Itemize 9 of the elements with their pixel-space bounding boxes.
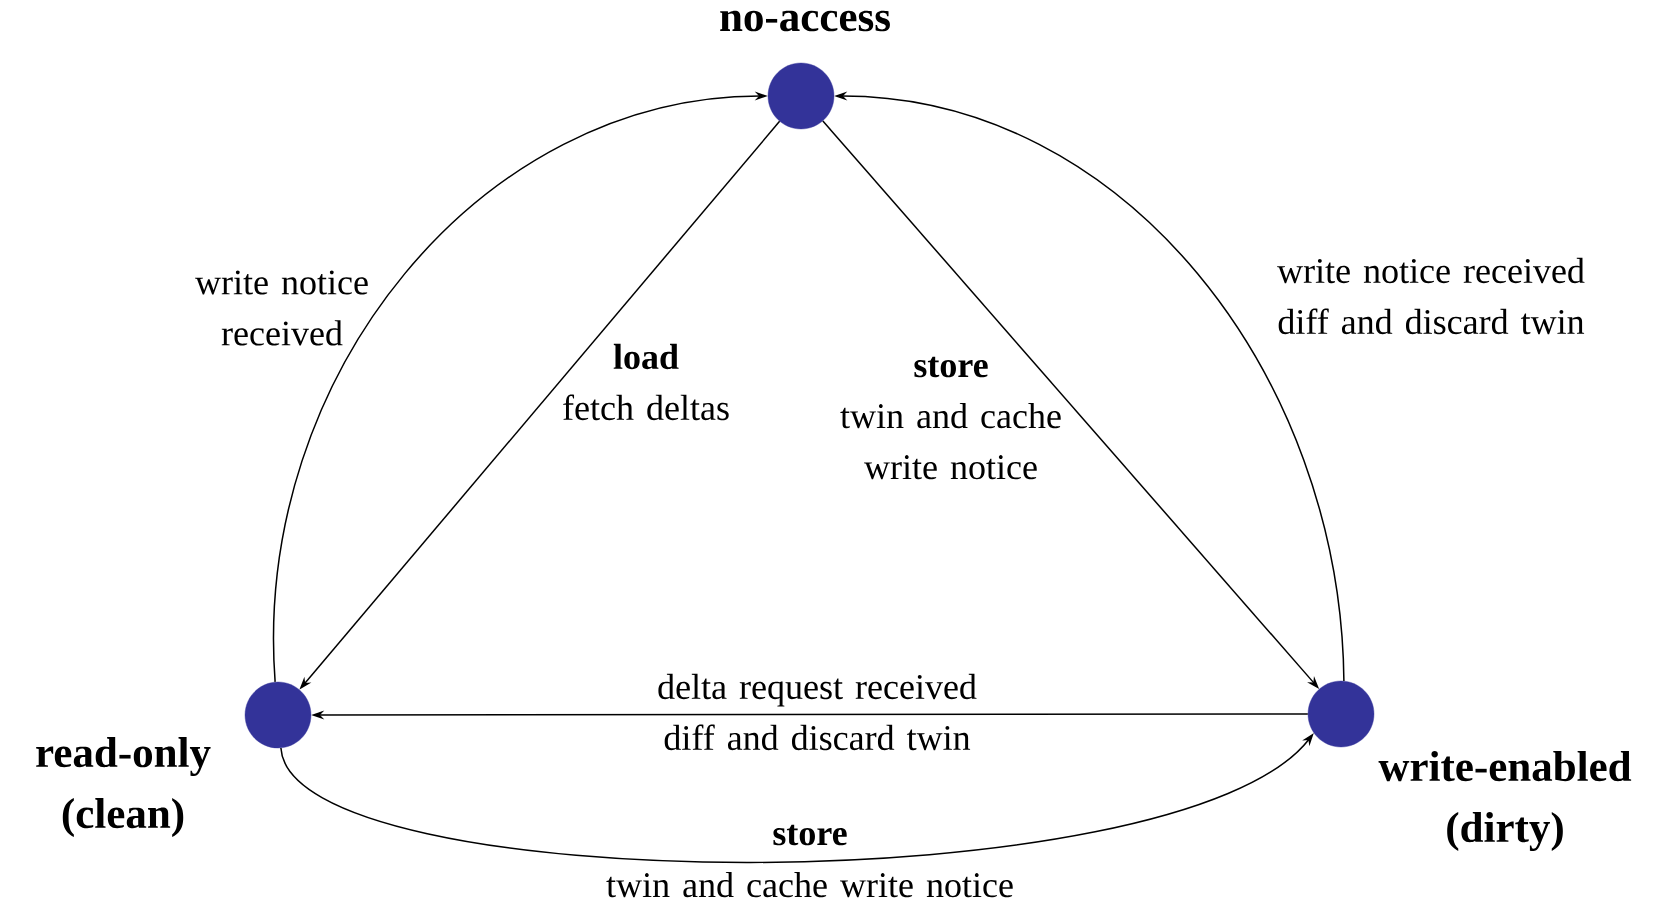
edge-label: write notice received diff and discard twin (1277, 257, 1585, 335)
node-label: write-enabled (dirty) (1378, 750, 1632, 852)
edge-label: write notice received (195, 270, 368, 346)
edge-label: delta request received diff and discard twin (658, 673, 977, 751)
edge-label: store twin and cache write notice (606, 824, 1013, 898)
edge-label: store twin and cache write notice (840, 356, 1061, 480)
edge-label: load fetch deltas (563, 343, 729, 421)
node-label: no-access (720, 10, 890, 32)
node-label: read-only (clean) (36, 736, 211, 837)
